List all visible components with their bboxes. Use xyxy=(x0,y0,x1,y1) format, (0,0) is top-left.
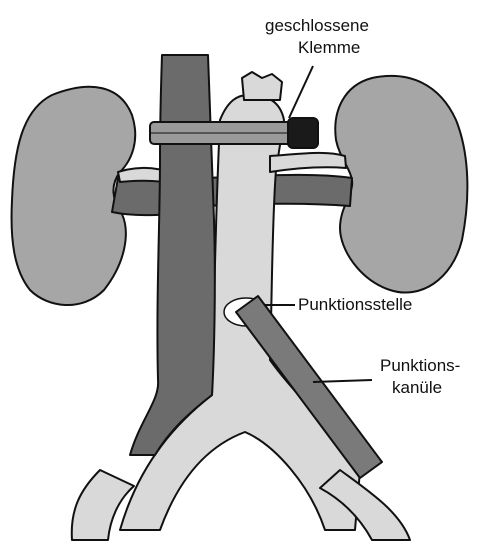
cannula-label-line2: kanüle xyxy=(392,378,442,398)
right-renal-artery xyxy=(270,153,346,172)
puncture-site-label: Punktionsstelle xyxy=(298,295,412,315)
closed-clamp xyxy=(150,118,318,148)
cannula-label-line1: Punktions- xyxy=(380,356,460,376)
vena-cava xyxy=(130,55,215,455)
clamp-label-line1: geschlossene xyxy=(265,16,369,36)
clamp-head xyxy=(288,118,318,148)
superior-mesenteric-artery xyxy=(242,72,282,100)
right-kidney xyxy=(335,76,467,293)
clamp-leader-line xyxy=(289,66,313,118)
clamp-label-line2: Klemme xyxy=(298,38,360,58)
